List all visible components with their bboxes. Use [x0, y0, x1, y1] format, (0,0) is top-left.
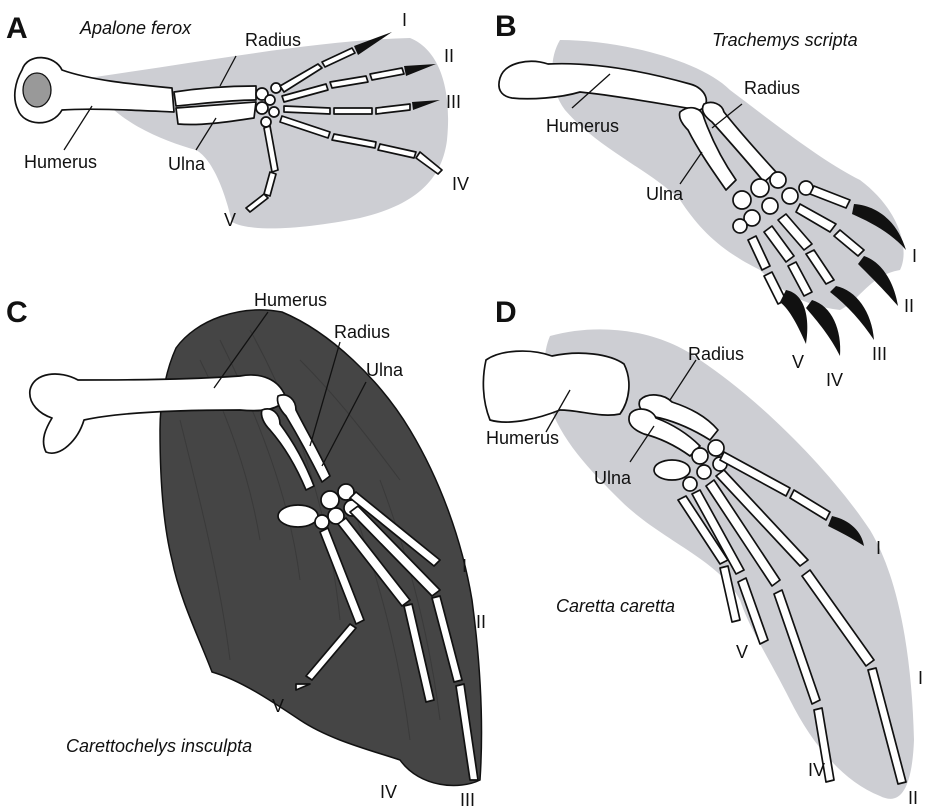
panel-c-digit-i: I: [462, 556, 467, 576]
panel-d-humerus-bone: [483, 351, 629, 422]
panel-d-digit-i-upper: I: [876, 538, 881, 558]
panel-c-digit-iv: IV: [380, 782, 397, 802]
panel-a-humerus-leader: [64, 106, 92, 150]
panel-c-humerus-label: Humerus: [254, 290, 327, 310]
panel-a: A Apalone ferox Radius Humerus Ulna I II…: [6, 10, 469, 230]
panel-a-digit-v: V: [224, 210, 236, 230]
panel-d-digit-i-lower: I: [918, 668, 923, 688]
panel-d-digit-iv: IV: [808, 760, 825, 780]
panel-d-species: Caretta caretta: [556, 596, 675, 616]
panel-a-radius-label: Radius: [245, 30, 301, 50]
panel-c-digit-iii: III: [460, 790, 475, 808]
panel-b: B Trachemys scripta Humerus Radius Ulna …: [495, 10, 917, 390]
panel-d-digit-v: V: [736, 642, 748, 662]
panel-c-ulna-label: Ulna: [366, 360, 404, 380]
panel-a-ulna-label: Ulna: [168, 154, 206, 174]
panel-b-digit-v: V: [792, 352, 804, 372]
panel-a-digit-ii: II: [444, 46, 454, 66]
panel-a-letter: A: [6, 12, 28, 45]
panel-d-ulna-label: Ulna: [594, 468, 632, 488]
panel-b-digit-iii: III: [872, 344, 887, 364]
panel-a-digit-iv: IV: [452, 174, 469, 194]
panel-a-digit-i: I: [402, 10, 407, 30]
panel-b-radius-label: Radius: [744, 78, 800, 98]
panel-a-digit-iii: III: [446, 92, 461, 112]
panel-c-letter: C: [6, 296, 28, 329]
panel-d-digit-ii: II: [908, 788, 918, 808]
panel-b-digit-iv: IV: [826, 370, 843, 390]
panel-b-species: Trachemys scripta: [712, 30, 858, 50]
panel-b-ulna-label: Ulna: [646, 184, 684, 204]
panel-c-species: Carettochelys insculpta: [66, 736, 252, 756]
panel-b-digit-i: I: [912, 246, 917, 266]
panel-c: C Carettochelys insculpta Humerus Radius…: [6, 290, 486, 808]
panel-c-radius-label: Radius: [334, 322, 390, 342]
panel-d: D Caretta caretta Humerus Radius Ulna I …: [483, 296, 923, 808]
panel-c-digit-ii: II: [476, 612, 486, 632]
panel-b-letter: B: [495, 10, 517, 43]
panel-d-humerus-label: Humerus: [486, 428, 559, 448]
panel-b-digit-ii: II: [904, 296, 914, 316]
panel-c-digit-v: V: [272, 696, 284, 716]
panel-a-humerus-label: Humerus: [24, 152, 97, 172]
panel-d-radius-label: Radius: [688, 344, 744, 364]
panel-b-humerus-label: Humerus: [546, 116, 619, 136]
panel-a-species: Apalone ferox: [79, 18, 192, 38]
panel-d-letter: D: [495, 296, 517, 329]
panel-a-humeral-head: [23, 73, 51, 107]
